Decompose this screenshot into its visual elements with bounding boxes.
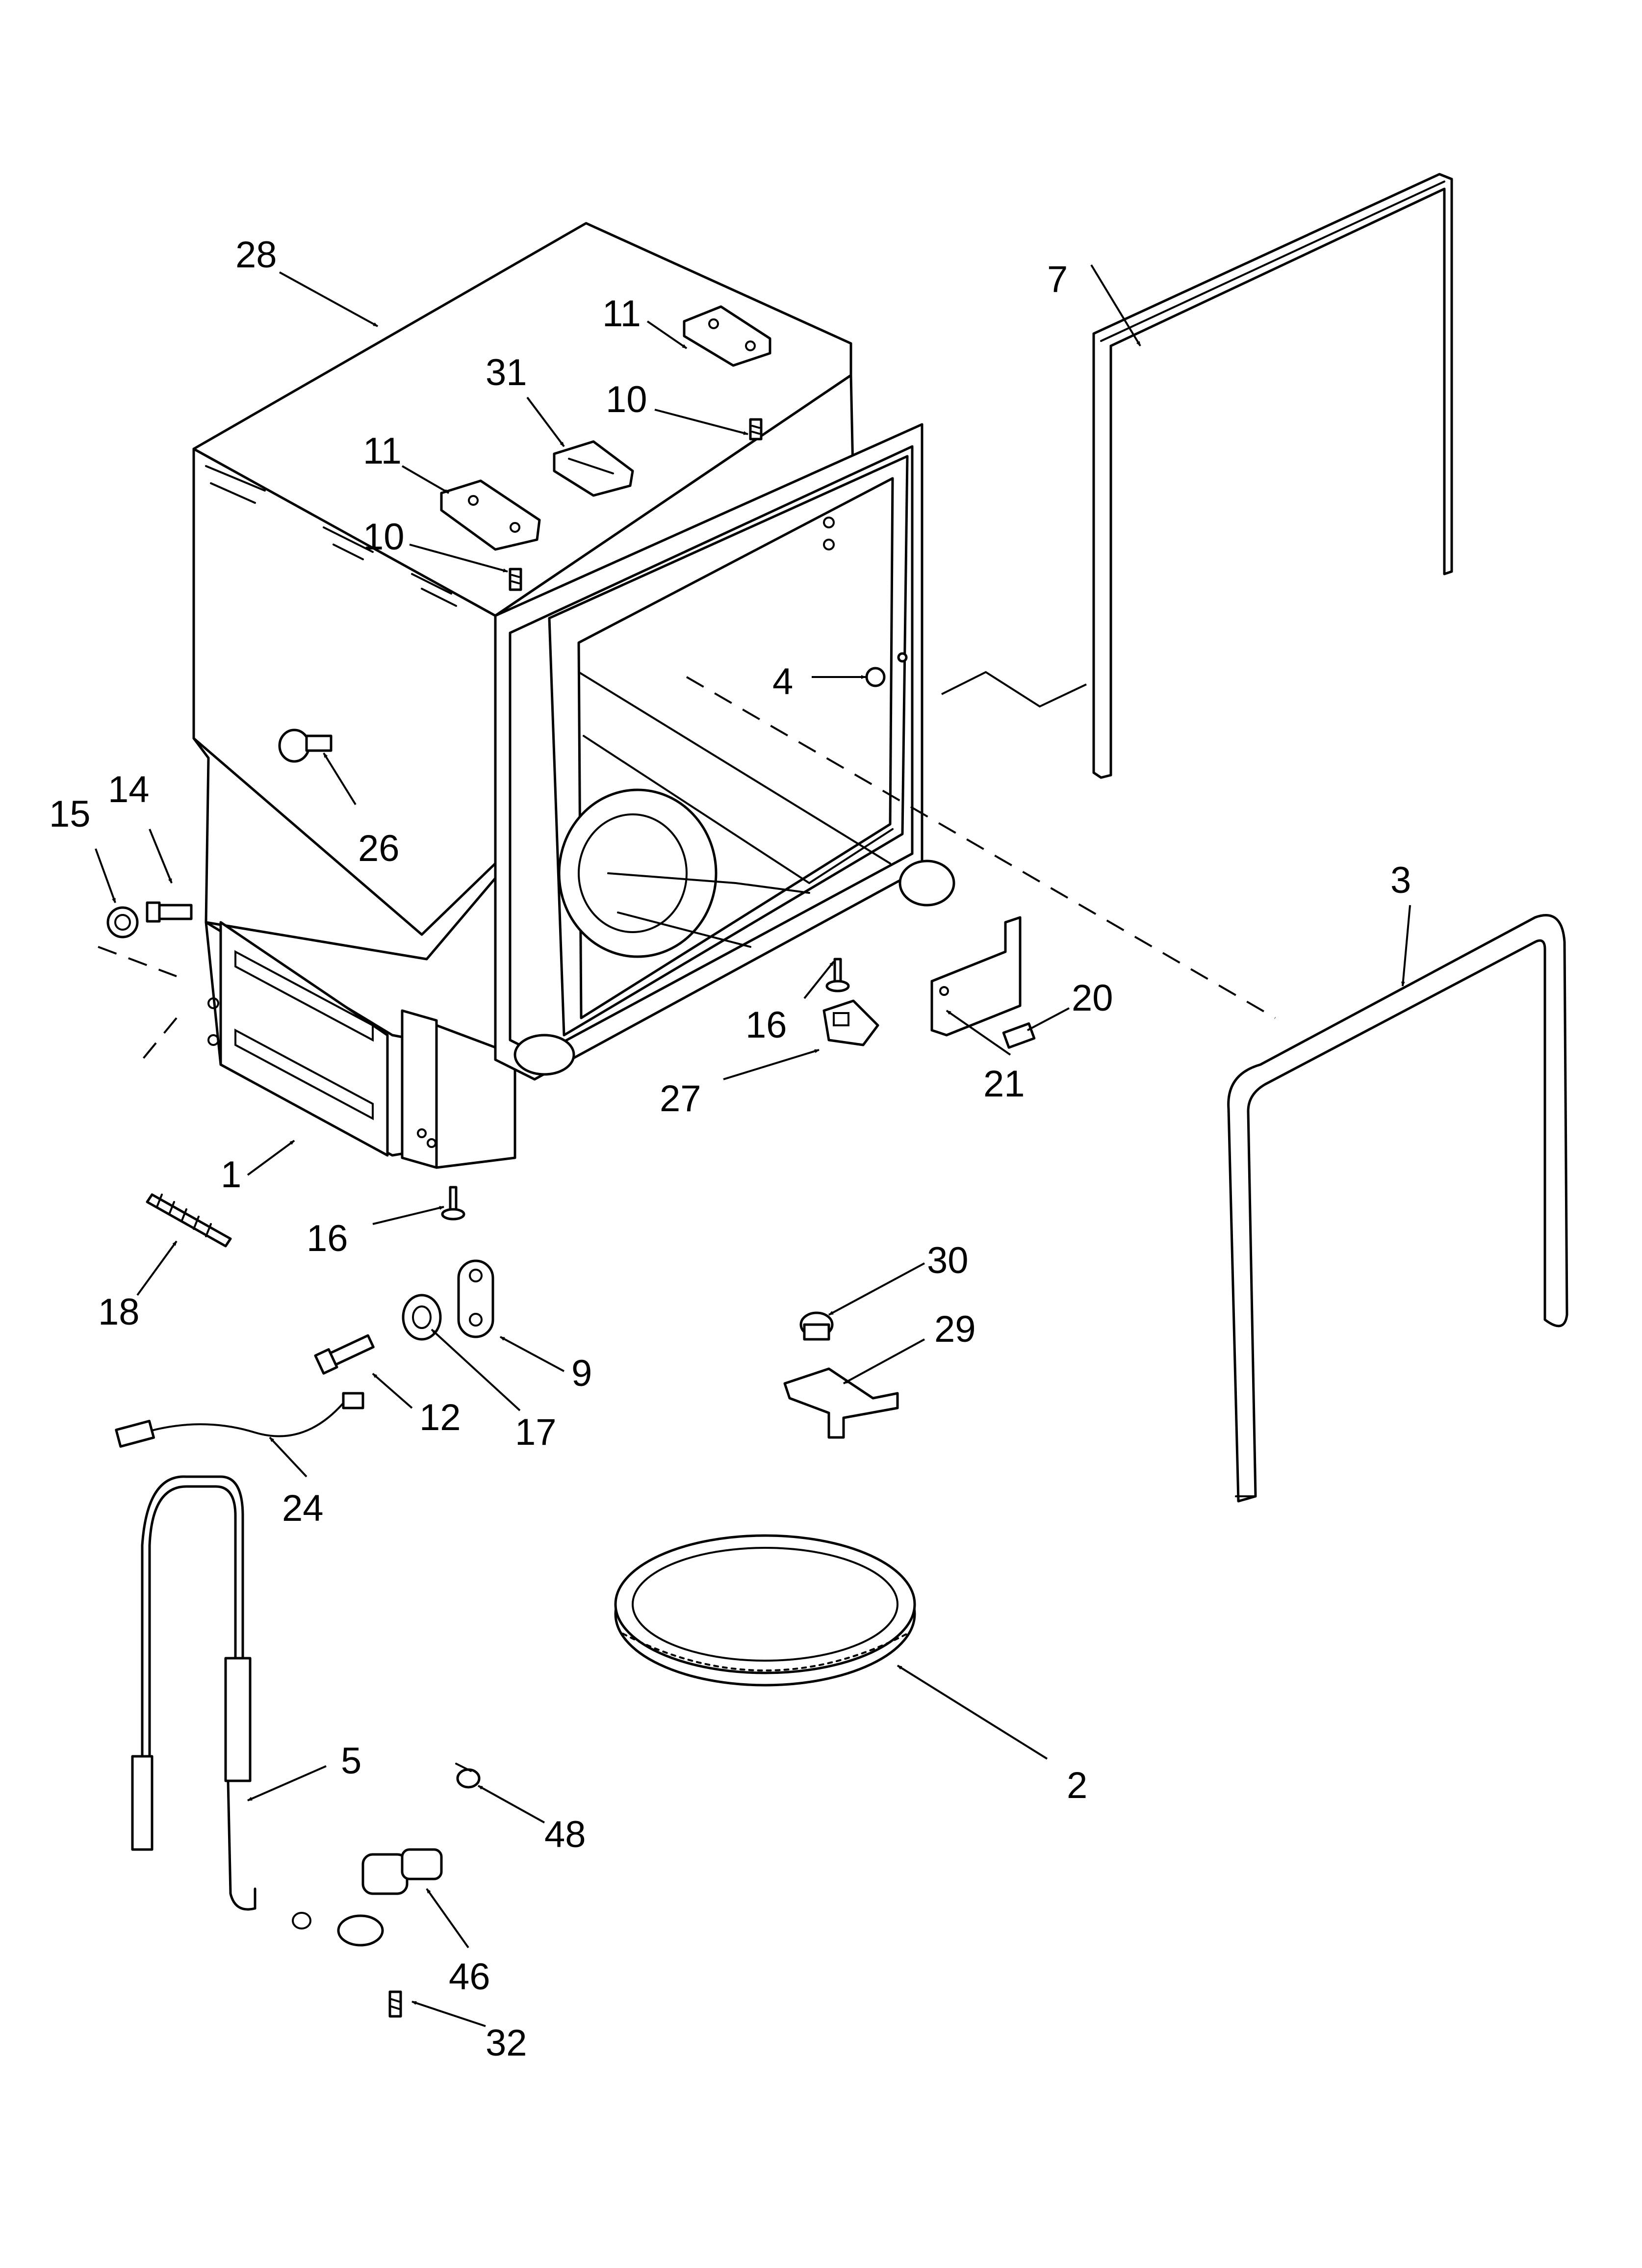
callout-3: 3 [1390,860,1411,901]
plug-4 [865,652,908,687]
callout-labels: 28 7 11 31 10 11 10 4 26 15 14 3 20 16 2… [49,234,1411,2064]
callout-10-lower: 10 [363,516,405,558]
callout-30: 30 [927,1240,969,1281]
tub-assembly [192,222,955,1169]
callout-17: 17 [515,1411,557,1453]
screw-32 [388,1990,402,2018]
fitting-46 [292,1848,443,1947]
callout-27: 27 [660,1078,701,1120]
callout-12: 12 [419,1397,461,1438]
hinge-bracket-11-lower [440,479,541,551]
callout-48: 48 [544,1814,586,1855]
callout-2: 2 [1067,1765,1087,1806]
alignment-lines [98,671,1276,1061]
clip-27 [822,999,879,1046]
callout-15: 15 [49,793,91,835]
callout-26: 26 [358,828,400,869]
callout-7: 7 [1047,259,1068,300]
stud-16-upper [825,958,850,992]
callout-28: 28 [235,234,277,276]
washer-17 [402,1294,442,1341]
door-gasket-7 [1092,173,1453,779]
bracket-9 [457,1259,494,1338]
callout-18: 18 [98,1291,140,1333]
clip-31 [553,440,634,497]
screw-12 [314,1334,375,1375]
callout-31: 31 [486,352,527,393]
callout-29: 29 [934,1308,976,1350]
callout-11-upper: 11 [602,293,641,335]
screw-10-lower [509,568,522,591]
callout-24: 24 [282,1487,324,1529]
callout-46: 46 [449,1956,490,1998]
callout-14: 14 [108,769,150,810]
thermostat-30 [799,1311,834,1341]
spring-18 [146,1193,232,1248]
callout-21: 21 [983,1063,1025,1105]
nut-15 [106,906,139,938]
callout-16-lower: 16 [307,1218,348,1259]
callout-11-lower: 11 [363,430,402,472]
filter-ring-2 [614,1534,916,1687]
callout-9: 9 [571,1353,592,1394]
bracket-29 [783,1367,899,1439]
callout-32: 32 [486,2022,527,2064]
callout-10-upper: 10 [606,379,647,420]
screw-14 [146,901,193,923]
callout-1: 1 [221,1154,241,1196]
screw-10-upper [749,418,763,441]
callout-5: 5 [341,1740,361,1782]
screw-20 [1002,1022,1036,1049]
ground-wire-24 [115,1392,364,1448]
bracket-21 [930,916,1022,1037]
stud-16-lower [441,1186,465,1221]
hinge-bracket-11-upper [683,305,771,367]
callout-16-upper: 16 [745,1004,787,1046]
tub-gasket-3 [1227,914,1568,1503]
callout-4: 4 [772,661,793,703]
push-pin-26 [278,729,333,763]
heating-element-5 [131,1475,257,1911]
callout-20: 20 [1072,977,1113,1019]
leader-lines [95,264,1411,2027]
clip-48 [455,1763,481,1789]
